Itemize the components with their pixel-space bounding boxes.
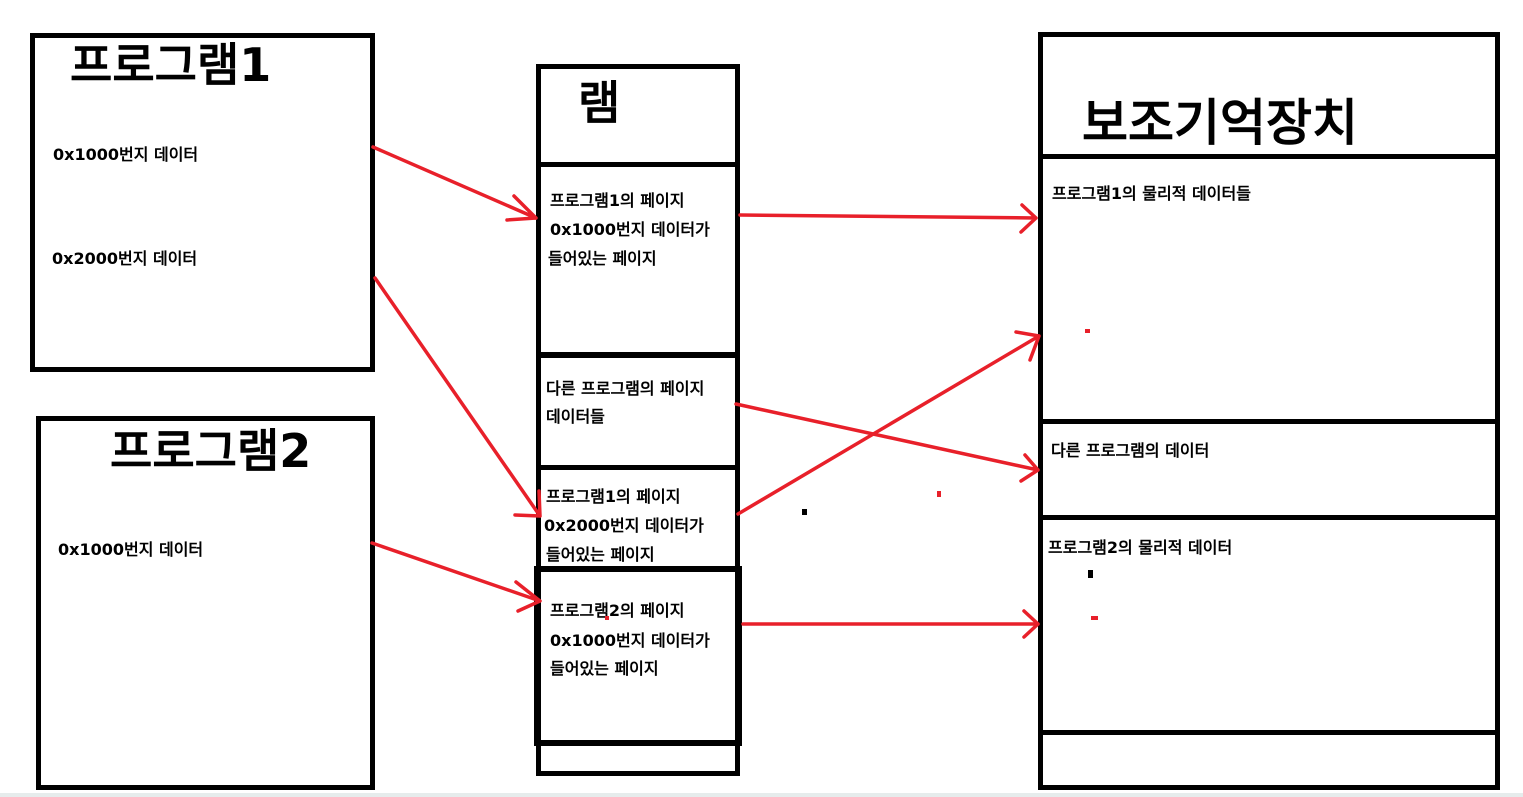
ram-title: 램 <box>578 76 621 130</box>
ram-page-1-line1: 프로그램1의 페이지 <box>550 191 685 210</box>
stray-dot <box>605 616 609 620</box>
arrow-p1-0x2000-to-ram <box>373 276 542 518</box>
ram-page-2-line2: 데이터들 <box>546 407 605 426</box>
program2-title: 프로그램2 <box>110 424 312 478</box>
stray-dot <box>937 491 941 497</box>
arrow-p2-0x1000-to-ram <box>370 541 542 613</box>
storage-divider <box>1038 515 1500 520</box>
ram-page-3-line2: 0x2000번지 데이터가 <box>544 516 704 535</box>
program1-item-0x1000: 0x1000번지 데이터 <box>53 145 199 164</box>
ram-page-program2-box <box>534 566 742 746</box>
stray-dot <box>802 509 807 515</box>
arrow-ram-page1-to-storage <box>738 203 1038 234</box>
storage-section-other: 다른 프로그램의 데이터 <box>1051 441 1210 460</box>
storage-divider <box>1038 154 1500 159</box>
program1-title: 프로그램1 <box>70 38 272 92</box>
stray-dot <box>1088 570 1093 578</box>
ram-page-4-line1: 프로그램2의 페이지 <box>550 601 685 620</box>
ram-page-3-line1: 프로그램1의 페이지 <box>546 487 681 506</box>
ram-page-1-line2: 0x1000번지 데이터가 <box>550 220 710 239</box>
storage-section-program1: 프로그램1의 물리적 데이터들 <box>1052 184 1251 203</box>
window-bottom-edge <box>0 793 1523 797</box>
ram-page-2-line1: 다른 프로그램의 페이지 <box>546 379 705 398</box>
arrow-ram-page3-to-storage <box>736 330 1041 516</box>
arrow-ram-other-to-storage <box>734 402 1040 483</box>
ram-divider <box>536 162 740 167</box>
ram-page-3-line3: 들어있는 페이지 <box>546 545 655 564</box>
storage-title: 보조기억장치 <box>1082 94 1358 152</box>
ram-divider <box>536 352 740 358</box>
program2-item-0x1000: 0x1000번지 데이터 <box>58 540 204 559</box>
storage-divider <box>1038 419 1500 424</box>
program1-item-0x2000: 0x2000번지 데이터 <box>52 249 198 268</box>
arrow-ram-program2-to-storage <box>741 609 1040 639</box>
ram-page-4-line3: 들어있는 페이지 <box>550 659 659 678</box>
ram-divider <box>536 465 740 470</box>
storage-divider <box>1038 730 1500 735</box>
arrow-p1-0x1000-to-ram <box>371 145 538 222</box>
stray-dot <box>1085 329 1090 333</box>
ram-page-1-line3: 들어있는 페이지 <box>548 249 657 268</box>
storage-section-program2: 프로그램2의 물리적 데이터 <box>1048 538 1233 557</box>
stray-dot <box>1091 616 1098 620</box>
ram-page-4-line2: 0x1000번지 데이터가 <box>550 631 710 650</box>
